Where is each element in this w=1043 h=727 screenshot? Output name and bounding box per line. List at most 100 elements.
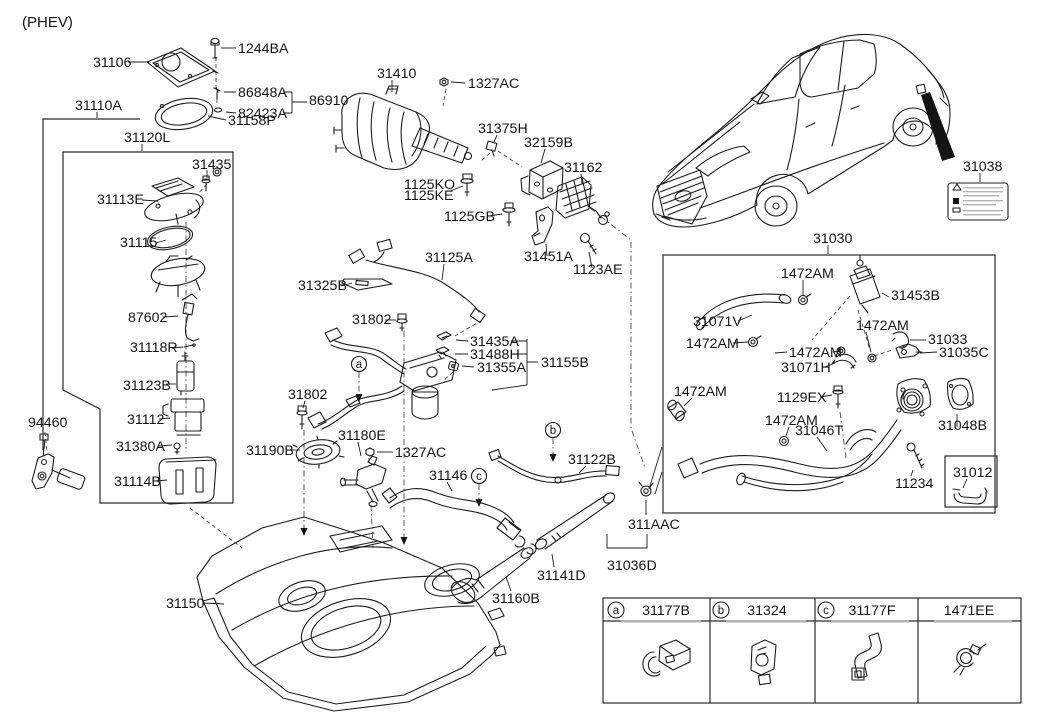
label-31355A: 31355A — [477, 360, 526, 376]
label-31146: 31146 — [429, 468, 468, 484]
label-31110A: 31110A — [75, 98, 122, 114]
label-31048B: 31048B — [938, 418, 987, 434]
legend-table: a b c 31177B 31324 31177F 1471EE — [602, 597, 1022, 704]
label-31162: 31162 — [564, 160, 603, 176]
box-31110A — [42, 118, 140, 450]
label-31435A: 31435A — [470, 334, 519, 350]
label-31375H: 31375H — [478, 121, 528, 137]
legend-marker-b: b — [718, 605, 724, 617]
label-11234: 11234 — [895, 476, 934, 492]
lock-ring-drawing — [292, 435, 345, 469]
label-31155B: 31155B — [541, 355, 589, 371]
clip-31488H-drawing — [435, 346, 450, 359]
label-31435: 31435 — [192, 157, 232, 173]
fuel-tank-drawing — [196, 516, 507, 712]
label-1125GB: 1125GB — [444, 209, 495, 225]
box-31120L — [62, 151, 234, 504]
label-31802-upper: 31802 — [352, 312, 392, 328]
bracket-31451A-drawing — [531, 206, 554, 246]
assembly-boxes — [42, 118, 998, 514]
box-31030 — [662, 254, 996, 514]
gasket-drawing — [154, 97, 214, 131]
bolt-31802-lower-drawing — [296, 405, 308, 430]
bolt-31802-upper-drawing — [396, 313, 408, 332]
label-31190B: 31190B — [246, 443, 294, 459]
label-1472AM-5: 1472AM — [674, 384, 727, 400]
label-31160B: 31160B — [492, 591, 540, 607]
label-1472AM-6: 1472AM — [765, 413, 818, 429]
label-31120L: 31120L — [124, 130, 170, 146]
label-31115: 31115 — [120, 235, 157, 251]
label-31488H: 31488H — [470, 347, 520, 363]
label-31106: 31106 — [93, 55, 132, 71]
label-86910: 86910 — [309, 93, 349, 109]
reservoir-drawing — [158, 456, 217, 505]
label-94460: 94460 — [28, 415, 68, 431]
fuel-door — [915, 83, 927, 95]
marker-b: b — [550, 425, 556, 437]
legend-clip-c-drawing — [851, 632, 882, 681]
grommet-31355A-drawing — [448, 361, 459, 372]
caution-label-drawing — [921, 92, 1009, 221]
leader-lines — [96, 47, 981, 605]
legend-part-31177B: 31177B — [642, 603, 690, 619]
protector-drawing — [341, 278, 393, 291]
variant-label: (PHEV) — [22, 14, 73, 31]
label-1123AE: 1123AE — [573, 262, 622, 278]
marker-a-icon — [350, 355, 368, 373]
label-31158P: 31158P — [228, 113, 276, 129]
label-31380A: 31380A — [116, 439, 165, 455]
label-1472AM-3: 1472AM — [686, 336, 739, 352]
legend-clip-b-drawing — [750, 639, 777, 686]
label-31802-lower: 31802 — [288, 387, 328, 403]
box-31012 — [944, 455, 998, 508]
label-31150: 31150 — [166, 596, 205, 612]
cover-plate-drawing — [146, 37, 223, 113]
label-1327AC-top: 1327AC — [468, 76, 519, 92]
label-1244BA: 1244BA — [238, 41, 289, 57]
label-31046T: 31046T — [795, 423, 843, 439]
air-filter-drawing — [555, 176, 610, 226]
fuel-sender-drawing — [181, 293, 200, 342]
legend-clip-d-drawing — [953, 643, 987, 676]
reference-markers: a b c — [350, 355, 562, 485]
filler-hose-drawing — [450, 481, 654, 605]
label-32159B: 32159B — [524, 135, 573, 151]
label-31038: 31038 — [963, 159, 1003, 175]
label-1125KO: 1125KO — [404, 177, 455, 193]
legend-marker-b-icon — [712, 601, 730, 619]
legend-clip-a-drawing — [642, 639, 691, 677]
label-31114B: 31114B — [114, 474, 161, 490]
clip-31375H-drawing — [485, 140, 498, 157]
legend-marker-a-icon — [607, 601, 625, 619]
float-pin-drawing — [183, 343, 196, 348]
label-82423A: 82423A — [238, 106, 287, 122]
label-1125KE: 1125KE — [404, 188, 453, 204]
label-86848A: 86848A — [238, 85, 287, 101]
label-31033: 31033 — [928, 332, 968, 348]
label-311AAC: 311AAC — [628, 517, 680, 533]
vehicle-drawing — [652, 33, 951, 228]
label-31113E: 31113E — [97, 192, 144, 208]
bolt-1123AE-drawing — [579, 232, 597, 255]
legend-marker-c: c — [823, 605, 829, 617]
vapor-tube-drawing — [348, 238, 486, 324]
legend-marker-c-icon — [817, 601, 835, 619]
label-87602: 87602 — [128, 310, 168, 326]
bolt-1125K-drawing — [460, 173, 474, 197]
aux-sender-drawing — [31, 433, 86, 490]
legend-part-1471EE: 1471EE — [944, 603, 995, 619]
label-31035C: 31035C — [939, 345, 989, 361]
filler-neck-group — [667, 254, 988, 505]
label-31453B: 31453B — [891, 288, 940, 304]
legend-marker-a: a — [613, 605, 620, 617]
label-31141D: 31141D — [537, 568, 586, 584]
label-31030: 31030 — [813, 231, 853, 247]
label-1129EX: 1129EX — [777, 390, 827, 406]
regulator-body-drawing — [150, 255, 206, 298]
hose-31122B-drawing — [488, 448, 620, 484]
pipe-module-drawing — [307, 327, 457, 430]
pcsv-bracket-drawing — [520, 160, 564, 200]
valve-31380A-drawing — [173, 442, 181, 455]
